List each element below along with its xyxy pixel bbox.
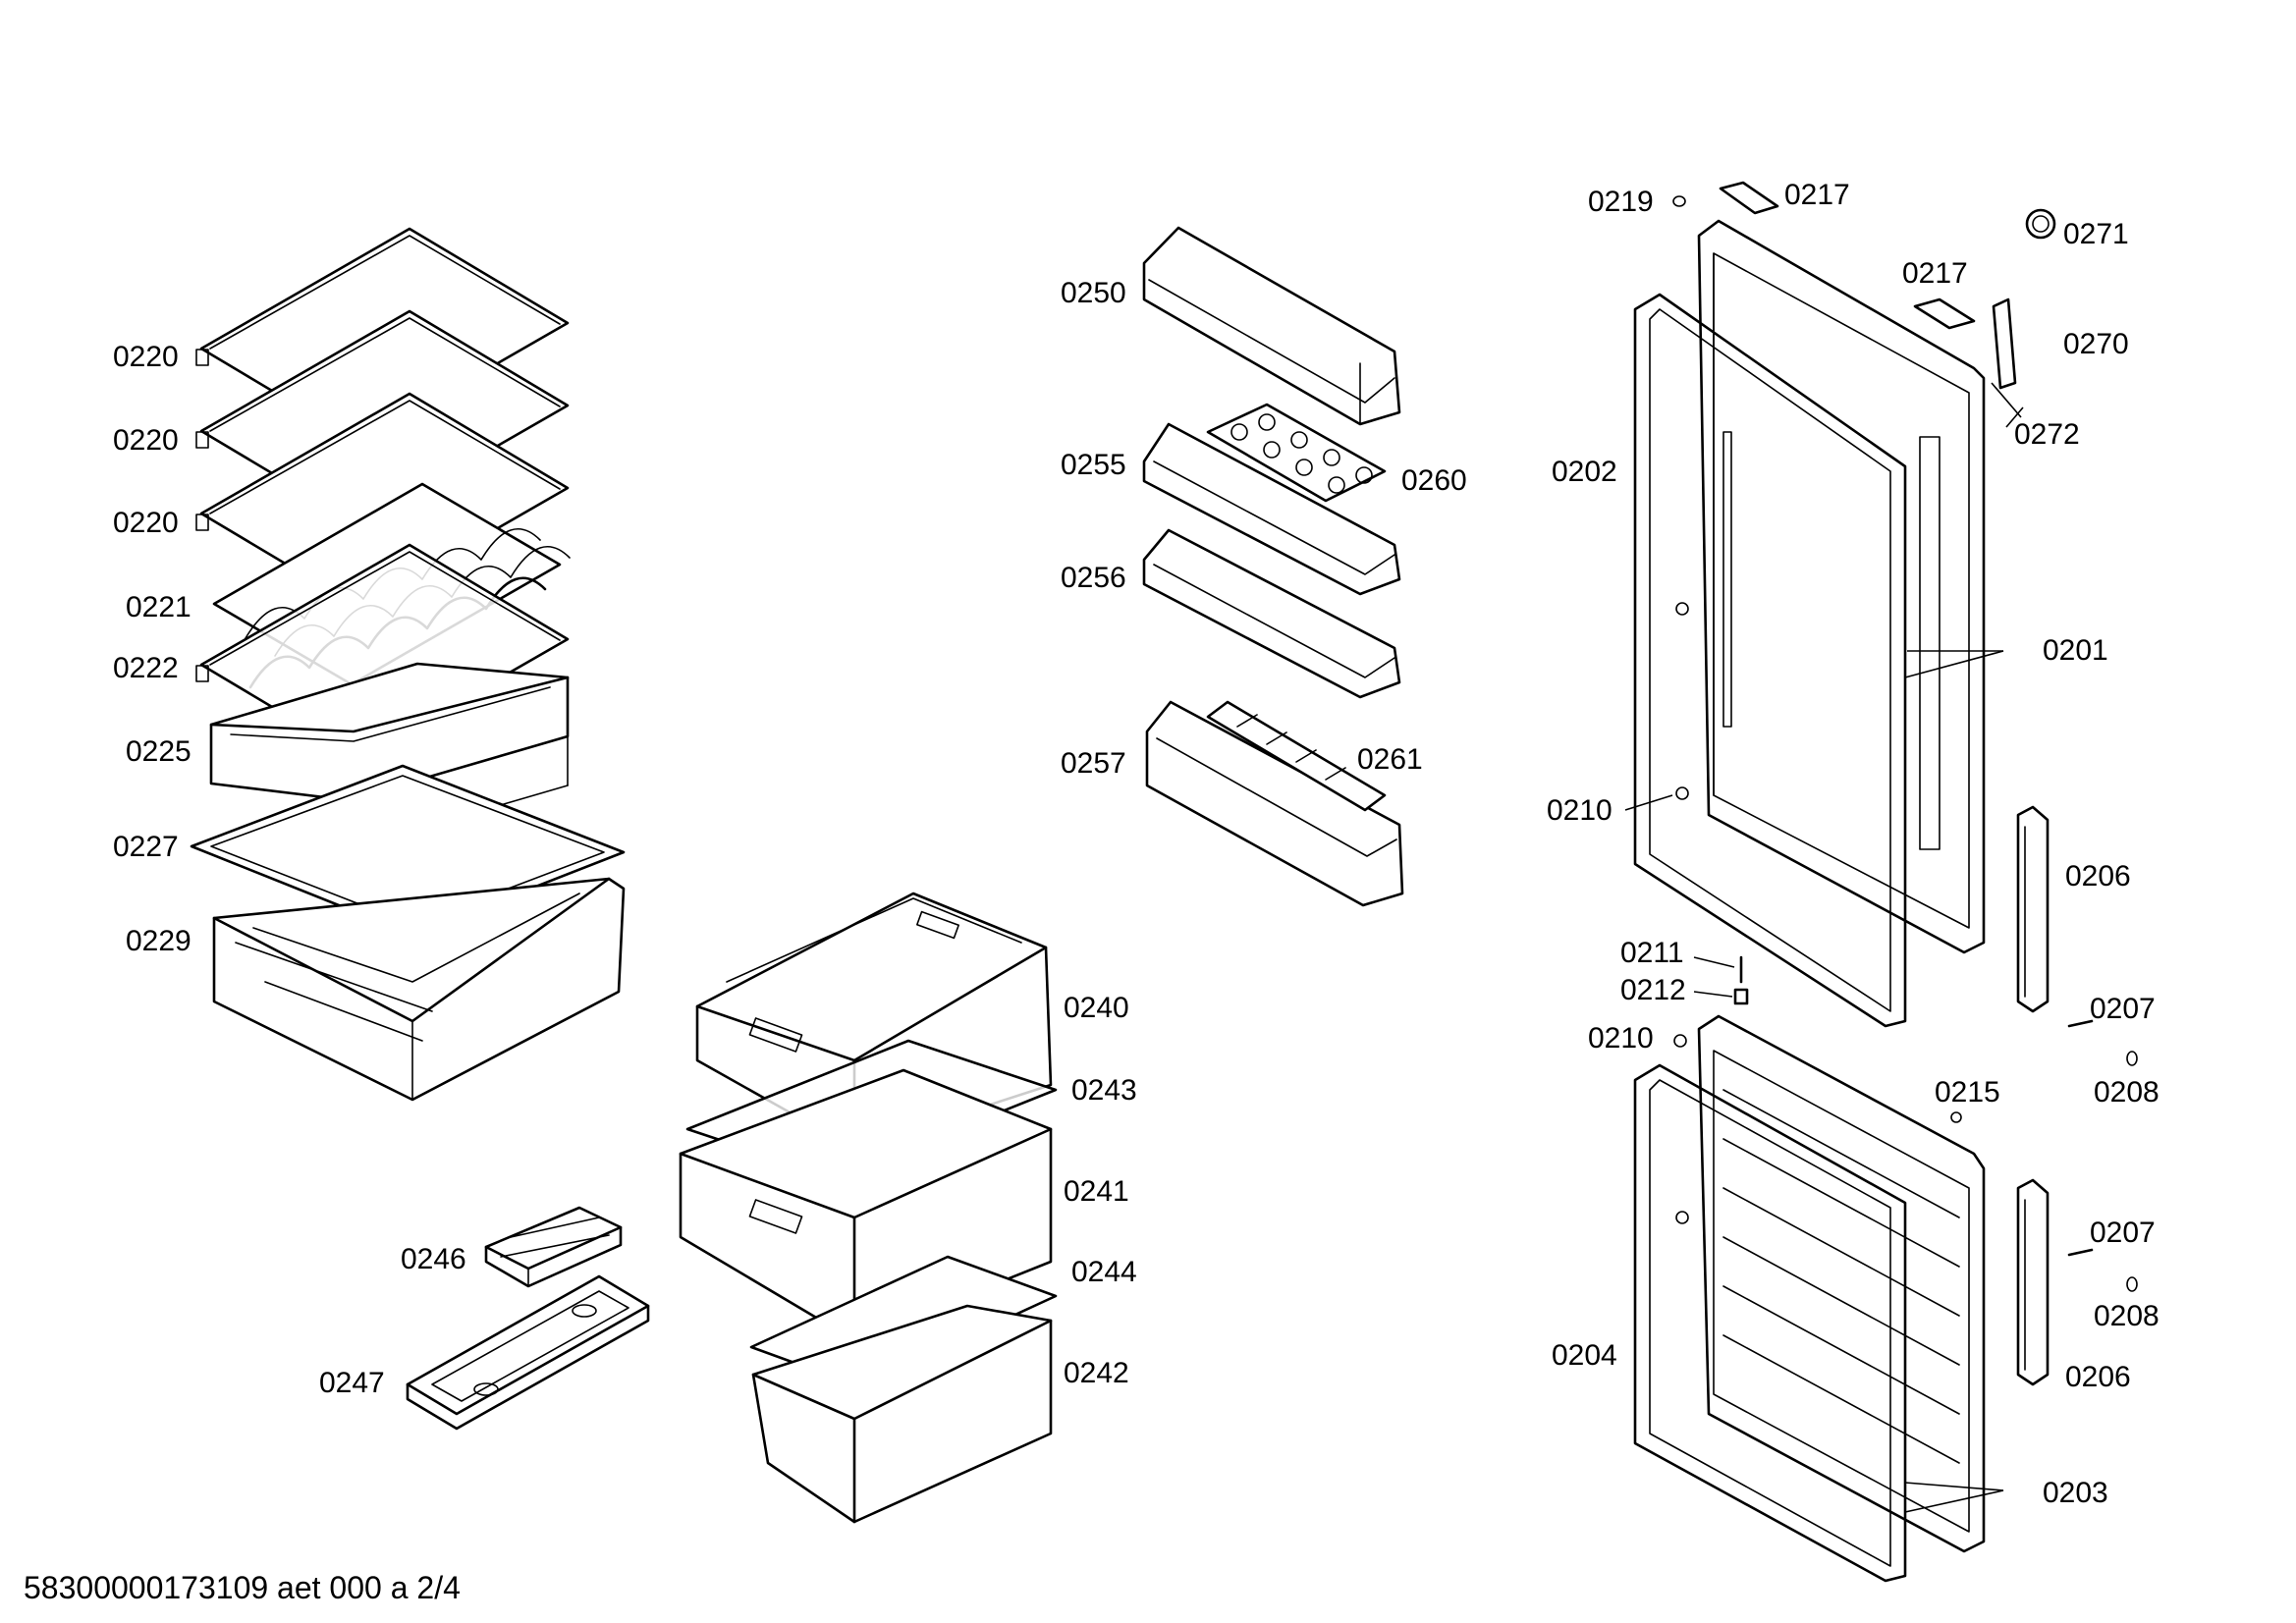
screw-0215 xyxy=(1950,1111,1962,1123)
label-0201: 0201 xyxy=(2043,634,2108,667)
label-0211: 0211 xyxy=(1620,937,1684,969)
cap-0219 xyxy=(1672,195,1686,207)
hinge-0271 xyxy=(2025,208,2056,240)
freezer-door-gasket-0203 xyxy=(1633,1063,1907,1583)
label-0227: 0227 xyxy=(113,831,179,863)
label-0256: 0256 xyxy=(1061,562,1126,594)
label-0204: 0204 xyxy=(1552,1339,1617,1372)
cover-0217-side xyxy=(1913,298,1976,330)
label-0255: 0255 xyxy=(1061,449,1126,481)
door-shelf-0256 xyxy=(1142,528,1401,699)
label-0243: 0243 xyxy=(1071,1074,1137,1107)
label-0208-a: 0208 xyxy=(2094,1076,2159,1109)
freezer-drawer-0242 xyxy=(751,1304,1053,1524)
part-labels: 0219 0217 0217 0271 0270 0272 0250 0255 … xyxy=(113,179,2159,1509)
drawing-reference: 58300000173109 aet 000 a 2/4 xyxy=(24,1570,461,1605)
label-0246: 0246 xyxy=(401,1243,466,1275)
label-0241: 0241 xyxy=(1064,1175,1129,1208)
label-0208-b: 0208 xyxy=(2094,1300,2159,1332)
screw-0210-bot xyxy=(1675,1211,1689,1224)
cover-0270 xyxy=(1992,298,2017,390)
label-0240: 0240 xyxy=(1064,992,1129,1024)
door-gasket-0202 xyxy=(1633,293,1907,1028)
label-0247: 0247 xyxy=(319,1367,385,1399)
label-0270: 0270 xyxy=(2063,328,2129,360)
label-0229: 0229 xyxy=(126,925,191,957)
label-0260: 0260 xyxy=(1401,464,1467,497)
door-handle-0206-upper xyxy=(2016,805,2050,1013)
bottle-holder-0261 xyxy=(1206,700,1387,812)
label-0220-a: 0220 xyxy=(113,341,179,373)
cap-0208-upper xyxy=(2126,1051,2138,1066)
label-0206-b: 0206 xyxy=(2065,1361,2131,1393)
label-0210-a: 0210 xyxy=(1547,794,1613,827)
label-0221: 0221 xyxy=(126,591,191,623)
label-0202: 0202 xyxy=(1552,456,1617,488)
fridge-door-0201 xyxy=(1697,219,1986,954)
screw-0210-lower xyxy=(1673,1034,1687,1048)
label-0207-b: 0207 xyxy=(2090,1217,2156,1249)
label-0217-b: 0217 xyxy=(1902,257,1968,290)
label-0206-a: 0206 xyxy=(2065,860,2131,893)
label-0217-a: 0217 xyxy=(1784,179,1850,211)
bushing-0212 xyxy=(1733,988,1749,1005)
door-handle-0206-lower xyxy=(2016,1178,2050,1386)
label-0207-a: 0207 xyxy=(2090,993,2156,1025)
label-0220-b: 0220 xyxy=(113,424,179,457)
door-shelf-0257 xyxy=(1145,700,1404,907)
label-0203: 0203 xyxy=(2043,1477,2108,1509)
label-0212: 0212 xyxy=(1620,974,1686,1006)
label-0257: 0257 xyxy=(1061,747,1126,780)
label-0225: 0225 xyxy=(126,735,191,768)
door-box-0250 xyxy=(1142,226,1401,426)
label-0250: 0250 xyxy=(1061,277,1126,309)
screw-0210-upper xyxy=(1675,786,1689,800)
leader-lines xyxy=(1624,382,2024,1513)
label-0220-c: 0220 xyxy=(113,507,179,539)
label-0271: 0271 xyxy=(2063,218,2129,250)
small-parts xyxy=(1672,181,2138,1292)
label-0215: 0215 xyxy=(1935,1076,2000,1109)
ice-container-0247 xyxy=(406,1274,650,1431)
label-0222: 0222 xyxy=(113,652,179,684)
egg-tray-0260 xyxy=(1206,403,1387,503)
tray-0225 xyxy=(209,662,570,850)
label-0244: 0244 xyxy=(1071,1256,1137,1288)
label-0210-b: 0210 xyxy=(1588,1022,1654,1055)
cap-0208-lower xyxy=(2126,1276,2138,1292)
freezer-door-0204 xyxy=(1697,1014,1986,1553)
label-0242: 0242 xyxy=(1064,1357,1129,1389)
label-0272: 0272 xyxy=(2014,418,2080,451)
crisper-drawer-0229 xyxy=(212,877,626,1102)
label-0261: 0261 xyxy=(1357,743,1423,776)
ice-cube-tray-0246 xyxy=(484,1206,623,1288)
screw-0210-mid xyxy=(1675,602,1689,616)
screw-0207-lower xyxy=(2067,1248,2094,1257)
door-shelf-0255 xyxy=(1142,422,1401,596)
screw-0207-upper xyxy=(2067,1019,2094,1028)
cover-0217-top xyxy=(1719,181,1779,215)
label-0219: 0219 xyxy=(1588,186,1654,218)
